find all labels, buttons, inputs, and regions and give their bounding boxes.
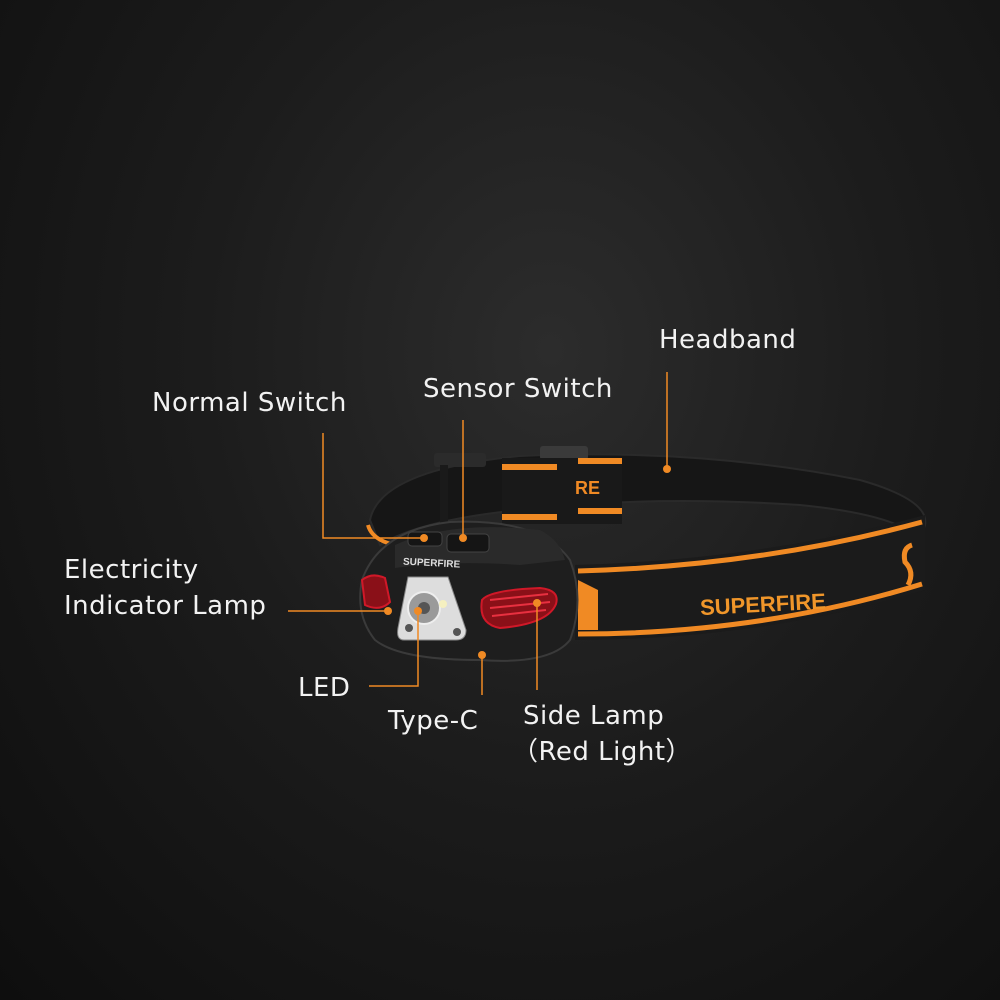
sensor-switch-button[interactable] (446, 533, 490, 553)
strap-clip-left (434, 453, 486, 467)
electricity-dot (384, 607, 392, 615)
strap-logo: RE (575, 478, 600, 498)
label-normal-switch: Normal Switch (152, 388, 347, 418)
side-lamp-dot (533, 599, 541, 607)
lamp-logo: SUPERFIRE (403, 557, 461, 571)
led-leader (369, 611, 419, 687)
label-headband: Headband (659, 325, 797, 355)
headband-dot (663, 465, 671, 473)
callout-dots (384, 465, 671, 659)
indicator-lamp-red[interactable] (360, 574, 392, 609)
label-side-lamp-line1: Side Lamp (523, 701, 665, 731)
normal-switch-leader (322, 433, 424, 539)
label-led: LED (298, 673, 351, 703)
led-dot (414, 607, 422, 615)
callout-lines (288, 372, 668, 695)
label-sensor-switch: Sensor Switch (423, 374, 613, 404)
label-electricity-line2: Indicator Lamp (64, 591, 267, 621)
label-type-c: Type-C (388, 706, 479, 736)
label-side-lamp-line2: （Red Light） (512, 737, 693, 767)
type-c-dot (478, 651, 486, 659)
normal-switch-dot (420, 534, 428, 542)
sensor-switch-dot (459, 534, 467, 542)
strap-clip-right (540, 446, 588, 460)
label-electricity-line1: Electricity (64, 555, 199, 585)
